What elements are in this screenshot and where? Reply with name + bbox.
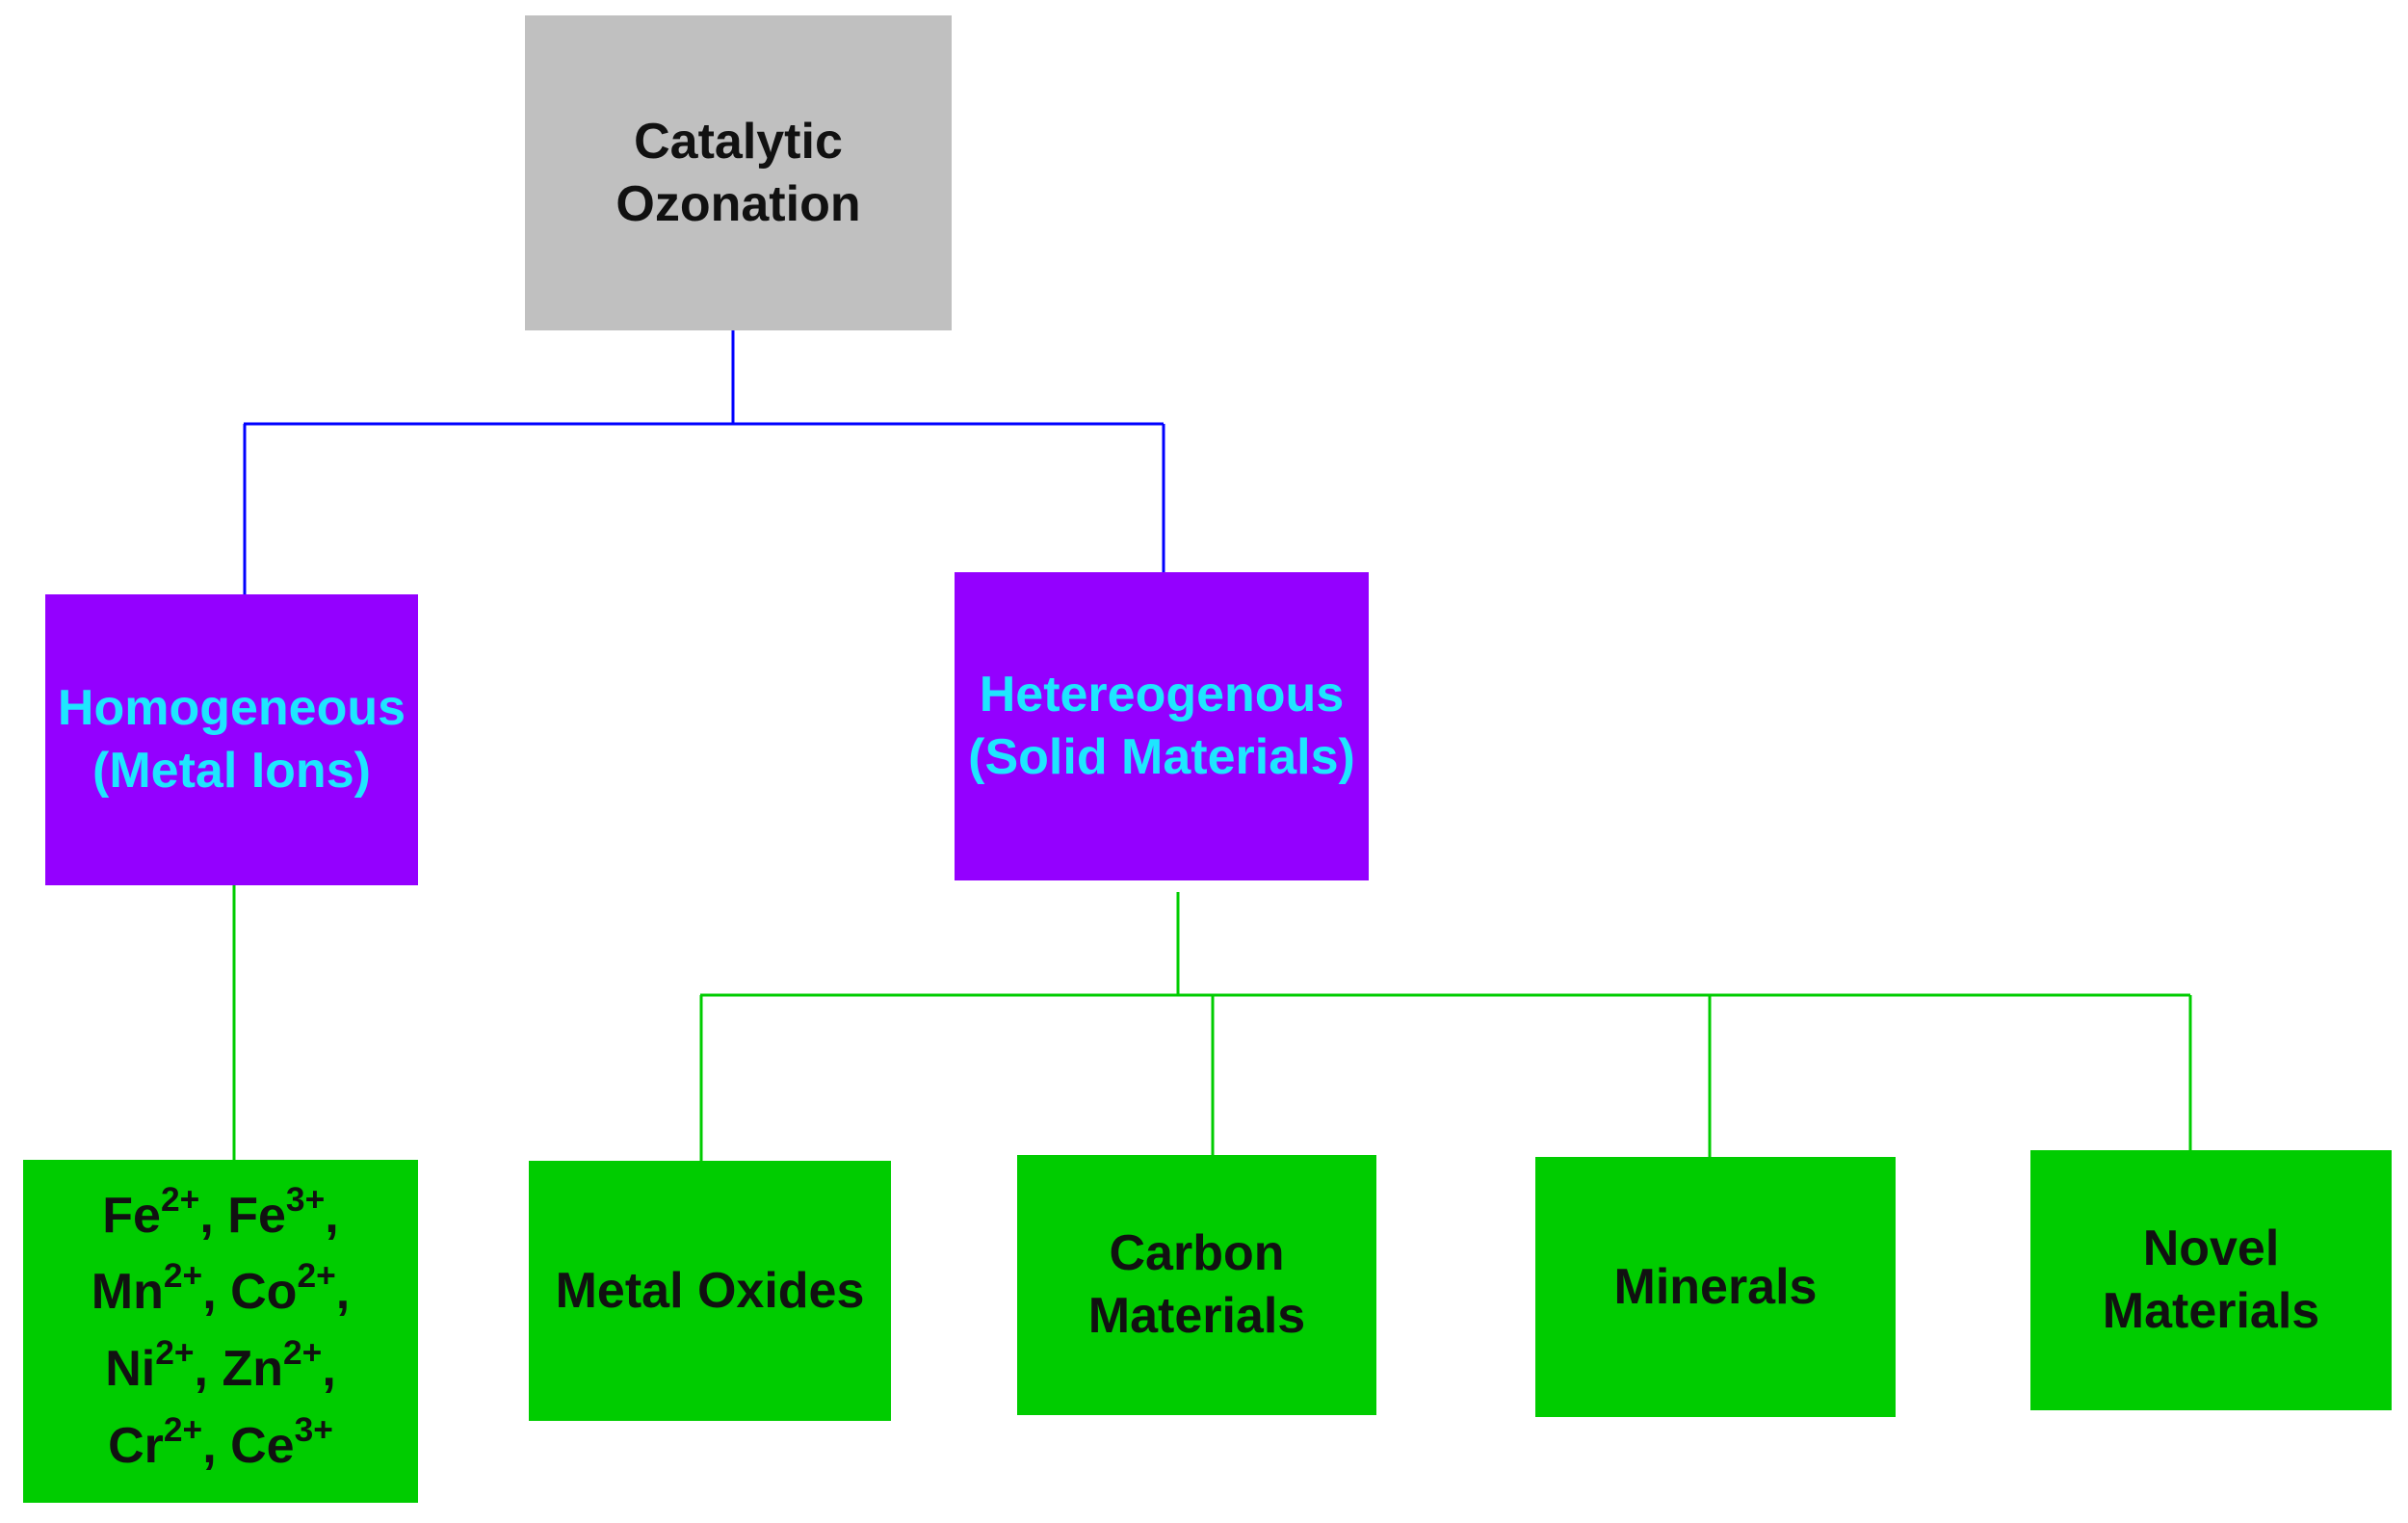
carbon-materials-label: Carbon Materials [1088, 1222, 1305, 1348]
root-node-catalytic-ozonation: Catalytic Ozonation [525, 15, 952, 330]
ion-charge: 2+ [297, 1257, 336, 1296]
category-node-heterogeneous: Hetereogenous (Solid Materials) [955, 572, 1369, 880]
root-label-line: Ozonation [615, 175, 861, 232]
homogeneous-label-line: (Metal Ions) [92, 743, 371, 799]
carbon-materials-label-line: Carbon [1109, 1225, 1285, 1281]
metal-oxides-label: Metal Oxides [556, 1260, 865, 1323]
leaf-node-metal-oxides: Metal Oxides [529, 1161, 891, 1421]
heterogeneous-label-line: Hetereogenous [979, 667, 1345, 722]
homogeneous-label-line: Homogeneous [57, 680, 406, 736]
ion-separator: , [322, 1341, 336, 1397]
ion-symbol: Fe [227, 1187, 286, 1244]
ion-charge: 2+ [163, 1410, 203, 1449]
ion-separator: , [202, 1417, 231, 1474]
ion-charge: 2+ [160, 1180, 200, 1219]
carbon-materials-label-line: Materials [1087, 1288, 1306, 1344]
ion-charge: 2+ [163, 1257, 203, 1296]
ion-symbol: Fe [102, 1187, 161, 1244]
connectors-categories-to-leaves [232, 885, 2192, 1161]
ion-charge: 3+ [285, 1180, 326, 1219]
category-node-homogeneous: Homogeneous (Metal Ions) [45, 594, 418, 885]
metal-oxides-label-line: Metal Oxides [555, 1262, 865, 1319]
leaf-node-novel-materials: Novel Materials [2030, 1150, 2392, 1410]
root-label-line: Catalytic [634, 113, 843, 170]
ion-row: Mn2+, Co2+, [92, 1254, 350, 1331]
minerals-label: Minerals [1614, 1256, 1818, 1319]
ion-symbol: Zn [222, 1341, 283, 1397]
novel-materials-label-line: Novel [2142, 1221, 2280, 1276]
leaf-node-minerals: Minerals [1535, 1157, 1896, 1417]
ion-separator: , [194, 1341, 222, 1397]
ion-row: Ni2+, Zn2+, [92, 1331, 350, 1408]
ion-separator: , [199, 1187, 228, 1244]
leaf-node-carbon-materials: Carbon Materials [1017, 1155, 1376, 1415]
homogeneous-label: Homogeneous (Metal Ions) [58, 677, 406, 802]
novel-materials-label: Novel Materials [2103, 1218, 2319, 1343]
ion-symbol: Ce [230, 1417, 295, 1474]
ion-symbol: Mn [91, 1264, 164, 1321]
ion-charge: 2+ [155, 1334, 195, 1373]
ion-row: Cr2+, Ce3+ [92, 1408, 350, 1485]
ion-symbol: Cr [108, 1417, 164, 1474]
ion-row: Fe2+, Fe3+, [92, 1178, 350, 1255]
ion-charge: 2+ [282, 1334, 323, 1373]
ion-charge: 3+ [294, 1410, 333, 1449]
heterogeneous-label: Hetereogenous (Solid Materials) [968, 664, 1355, 789]
ion-separator: , [202, 1264, 231, 1321]
ion-symbol: Co [230, 1264, 298, 1321]
leaf-node-metal-ions: Fe2+, Fe3+, Mn2+, Co2+, Ni2+, Zn2+, Cr2+… [23, 1160, 418, 1503]
ion-symbol: Ni [105, 1341, 156, 1397]
novel-materials-label-line: Materials [2102, 1283, 2320, 1339]
ion-separator: , [335, 1264, 351, 1321]
ion-separator: , [325, 1187, 339, 1244]
heterogeneous-label-line: (Solid Materials) [968, 729, 1355, 785]
minerals-label-line: Minerals [1613, 1258, 1818, 1315]
connectors-root-to-categories [243, 330, 1165, 594]
root-node-label: Catalytic Ozonation [615, 111, 860, 236]
metal-ions-list: Fe2+, Fe3+, Mn2+, Co2+, Ni2+, Zn2+, Cr2+… [92, 1178, 350, 1484]
